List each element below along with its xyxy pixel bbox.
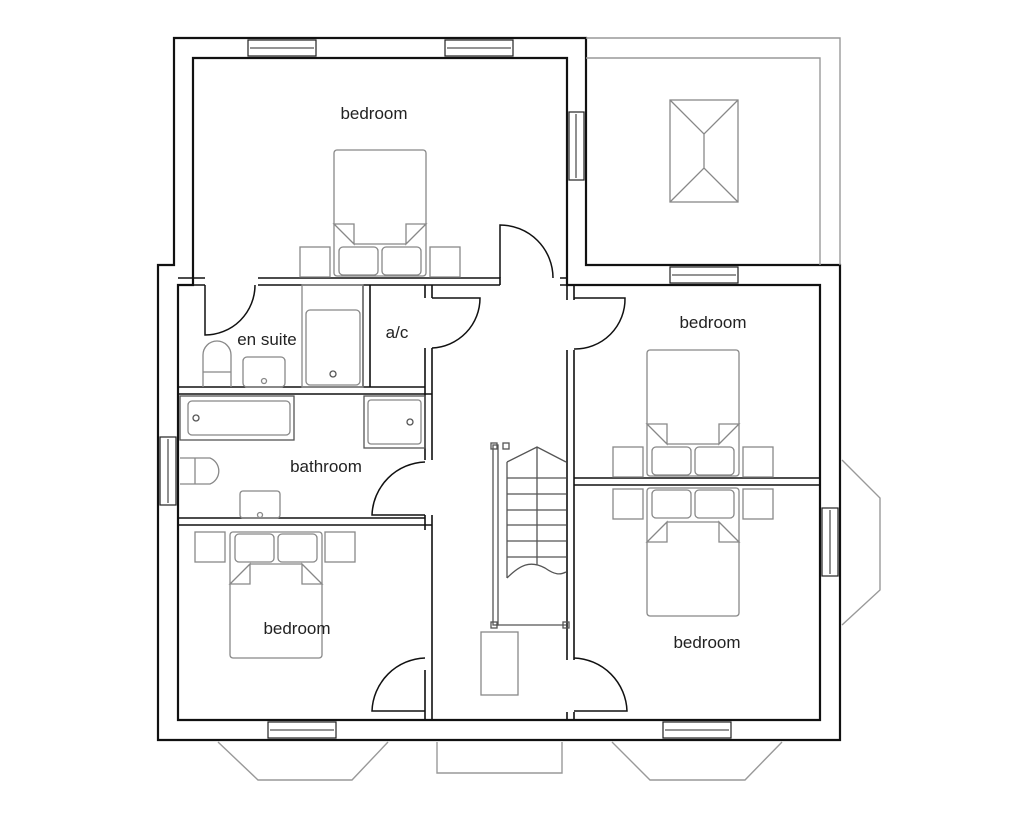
bed-right-upper <box>612 349 774 478</box>
bathroom-fixtures <box>179 395 426 519</box>
bay-windows <box>217 459 881 781</box>
label-bedroom-top-left: bedroom <box>340 104 407 123</box>
bed-right-lower <box>612 487 774 617</box>
label-bedroom-bottom-right: bedroom <box>673 633 740 652</box>
label-airing-cupboard: a/c <box>386 323 409 342</box>
label-en-suite: en suite <box>237 330 297 349</box>
windows <box>159 39 839 739</box>
staircase <box>480 442 570 696</box>
bed-bottom-left <box>194 531 356 659</box>
doors <box>204 224 628 712</box>
label-bathroom: bathroom <box>290 457 362 476</box>
interior-walls <box>178 277 820 720</box>
bed-top-left <box>299 149 461 278</box>
roof-area <box>586 37 841 265</box>
label-bedroom-bottom-left: bedroom <box>263 619 330 638</box>
label-bedroom-right-upper: bedroom <box>679 313 746 332</box>
en-suite-fixtures <box>202 284 364 388</box>
